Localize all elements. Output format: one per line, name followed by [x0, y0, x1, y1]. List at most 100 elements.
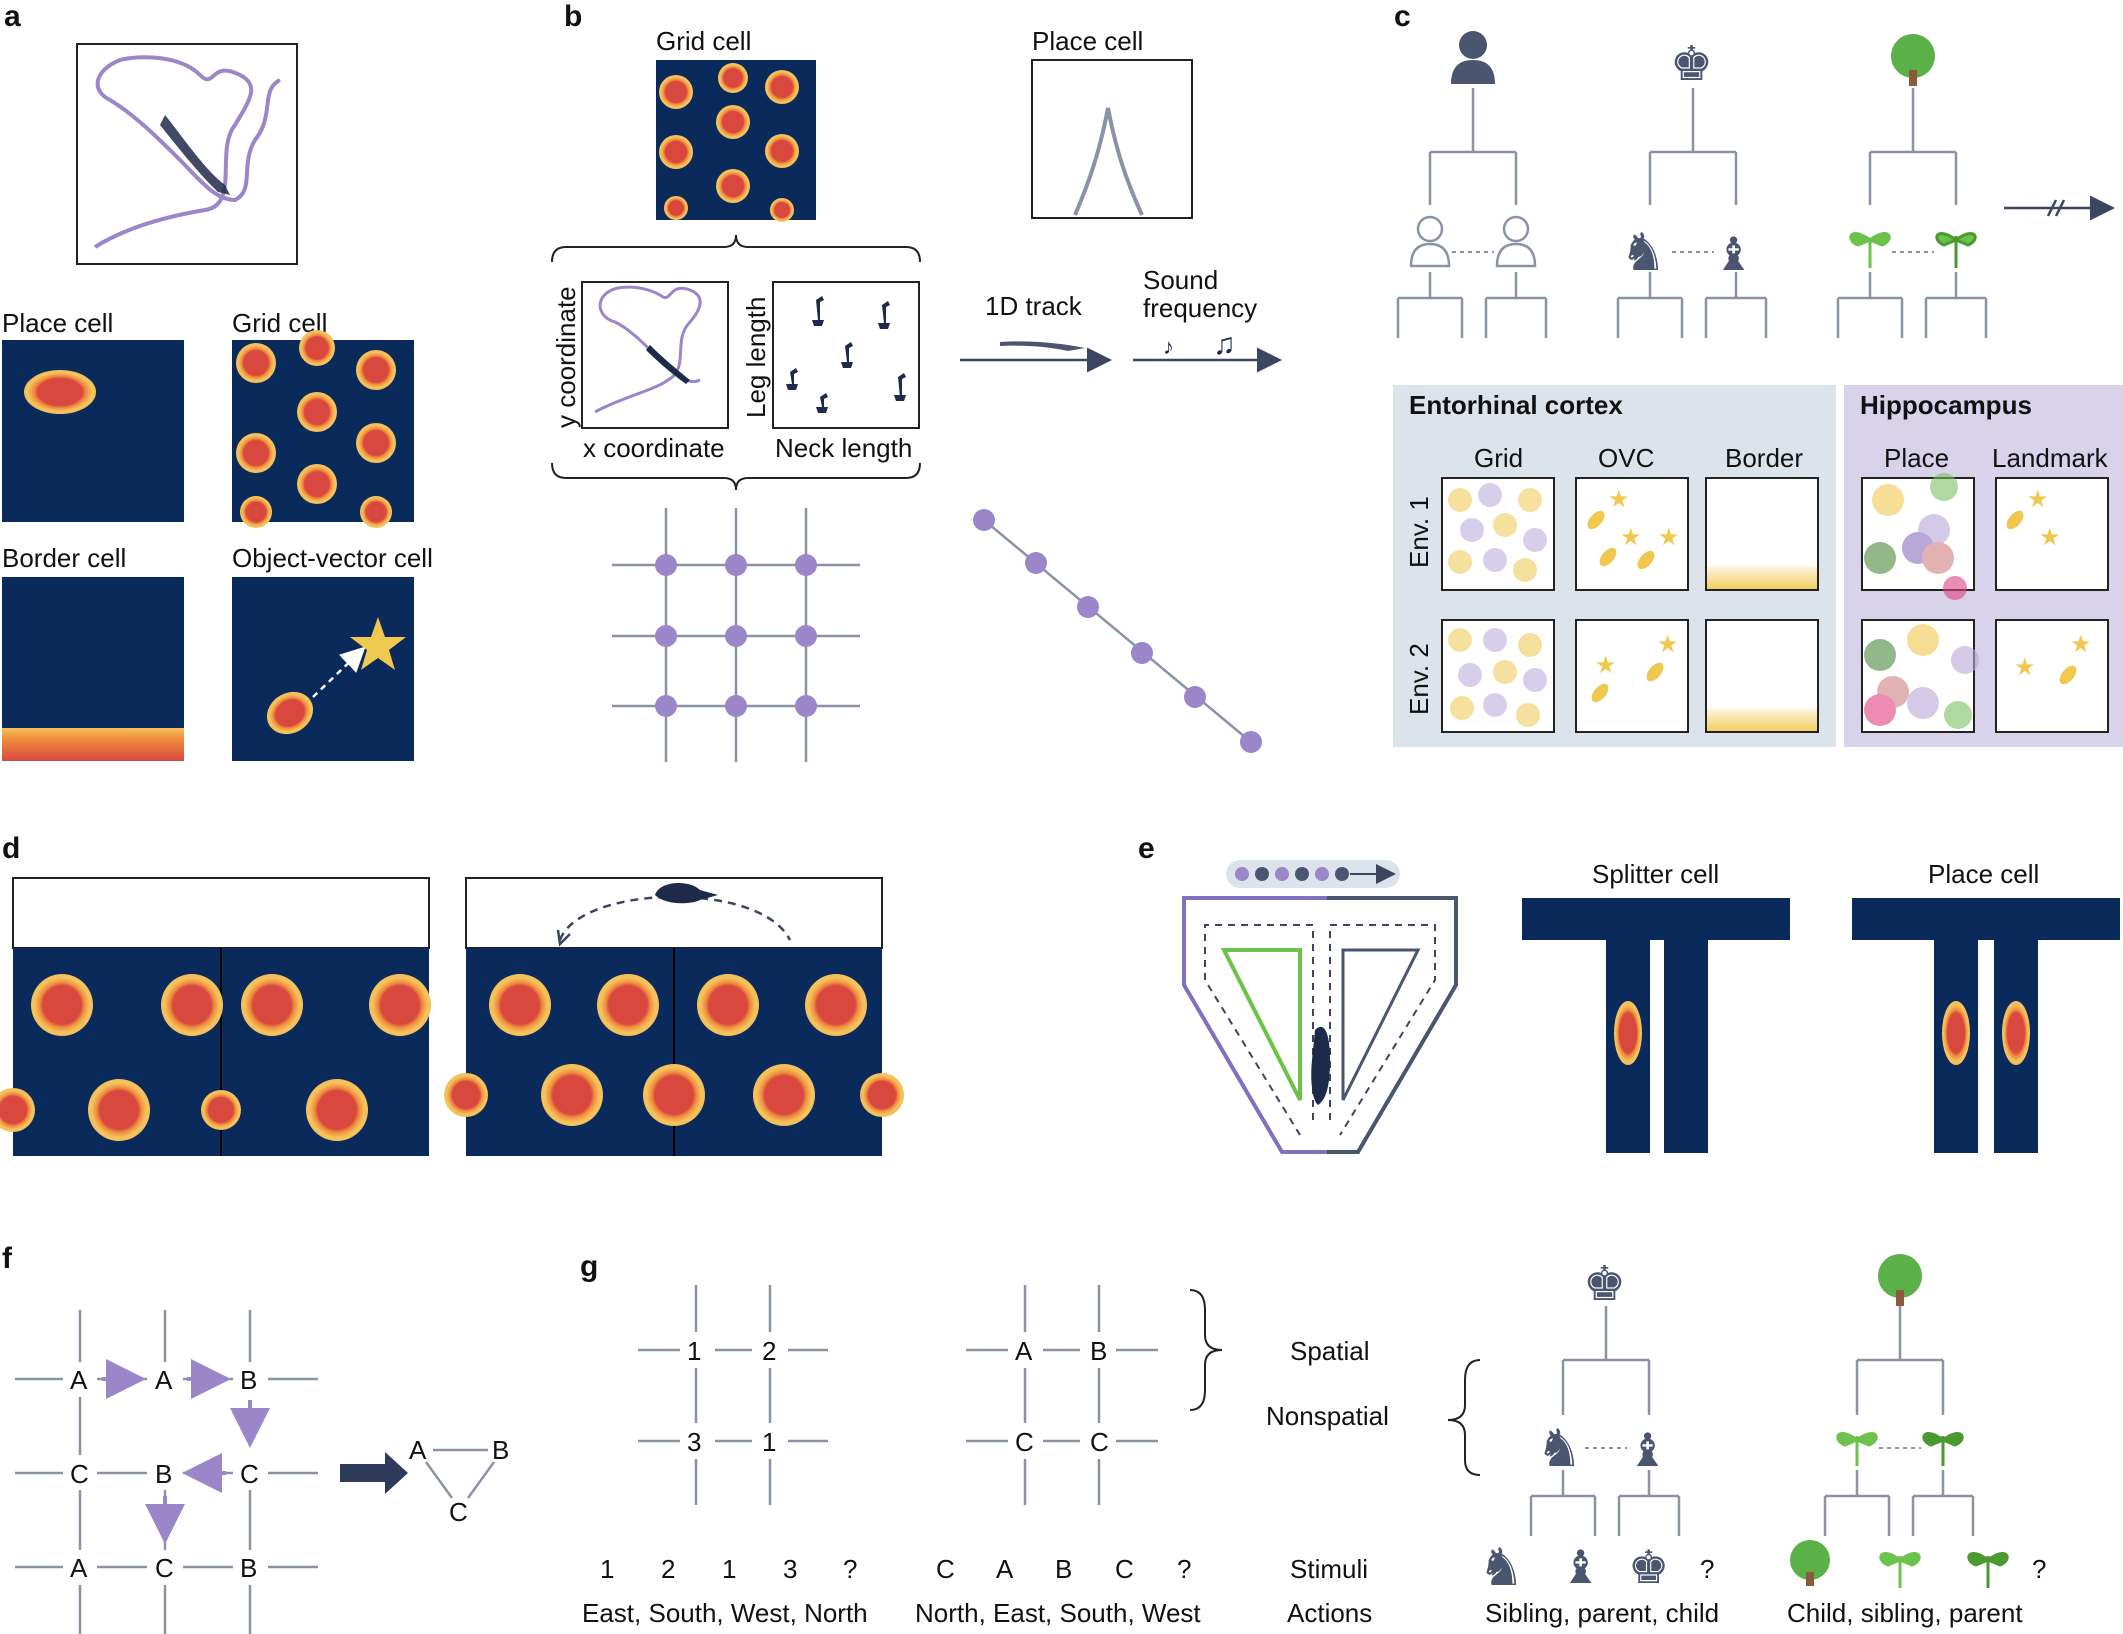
actions-1: East, South, West, North — [582, 1598, 868, 1628]
svg-text:★: ★ — [2027, 486, 2049, 513]
rat-icon — [160, 115, 230, 195]
svg-text:★: ★ — [2014, 654, 2036, 681]
c-trees — [1396, 88, 1988, 338]
a-place-cell-label: Place cell — [2, 308, 113, 338]
b-lattice-nodes — [655, 554, 817, 717]
col-place: Place — [1884, 443, 1949, 473]
g-stim-knight-icon: ♞ — [1478, 1539, 1525, 1597]
svg-text:★: ★ — [1658, 524, 1680, 551]
sound-label-line2: frequency — [1143, 293, 1257, 323]
e-dashed-routes — [1204, 924, 1436, 1136]
a-ovc-map — [232, 577, 414, 761]
g-chess-knight-icon: ♞ — [1536, 1420, 1583, 1478]
f-node-labels: A A B C B C A C B — [70, 1365, 259, 1583]
g1-node: 1 — [762, 1427, 776, 1457]
e-sequence-dots — [1235, 864, 1396, 884]
actions-3: Sibling, parent, child — [1485, 1598, 1719, 1628]
g2-node: A — [1015, 1336, 1033, 1366]
stim1: 1 — [722, 1554, 736, 1584]
f-node: C — [240, 1459, 259, 1489]
c-place-env1-fields — [1864, 473, 1967, 600]
panel-e-letter: e — [1138, 832, 1155, 865]
place-tuning-curve — [1073, 107, 1144, 216]
b-grid-cell-label: Grid cell — [656, 26, 751, 56]
b-rat-icon — [646, 345, 690, 384]
music-note-icon-large: ♫ — [1213, 328, 1236, 361]
f-path-arrows — [102, 1359, 270, 1544]
g-stim-seedling-icon-2 — [1967, 1552, 2009, 1588]
f-node: A — [70, 1365, 88, 1395]
stim1: 3 — [783, 1554, 797, 1584]
d-right-fields — [444, 974, 904, 1126]
col-ovc: OVC — [1598, 443, 1654, 473]
g-seedling-icons — [1836, 1432, 1964, 1466]
sound-label-line1: Sound — [1143, 265, 1218, 295]
col-border: Border — [1725, 443, 1803, 473]
stim2: C — [936, 1554, 955, 1584]
f-node: B — [240, 1553, 257, 1583]
f-node: B — [155, 1459, 172, 1489]
b-place-cell-label: Place cell — [1032, 26, 1143, 56]
stim2: ? — [1177, 1554, 1191, 1584]
e-maze-inner-left — [1220, 948, 1302, 1101]
panel-a-letter: a — [4, 0, 21, 33]
y-coordinate-label: y coordinate — [551, 286, 581, 428]
f-node: B — [240, 1365, 257, 1395]
e-place-cell-label: Place cell — [1928, 859, 2039, 889]
1d-track-label: 1D track — [985, 291, 1083, 321]
splitter-cell-label: Splitter cell — [1592, 859, 1719, 889]
stim1: 1 — [600, 1554, 614, 1584]
g-tree-icon — [1878, 1254, 1922, 1306]
stim1: 2 — [661, 1554, 675, 1584]
c-border-env2-field — [1707, 708, 1817, 731]
e-maze-inner-right — [1341, 948, 1421, 1101]
a-grid-fields — [236, 330, 396, 528]
panel-b-letter: b — [564, 0, 582, 33]
svg-text:★: ★ — [2039, 524, 2061, 551]
f-big-arrow — [340, 1452, 408, 1494]
stim2: C — [1115, 1554, 1134, 1584]
b-place-tuning-box — [1031, 59, 1193, 219]
splitter-t-maze — [1522, 898, 1790, 1153]
spatial-brace — [1189, 1289, 1223, 1411]
nonspatial-label: Nonspatial — [1266, 1401, 1389, 1431]
chess-king-icon: ♚ — [1670, 38, 1713, 91]
a-place-map — [2, 340, 184, 522]
b-track-rat-icon — [1000, 341, 1085, 351]
brace-bottom — [551, 462, 921, 491]
f-node: A — [70, 1553, 88, 1583]
stim2: A — [996, 1554, 1014, 1584]
place-field-right — [2002, 1001, 2030, 1065]
b-bird-box — [772, 281, 920, 429]
panel-g-letter: g — [580, 1250, 598, 1283]
c-landmark-fields: ★ ★ ★ ★ — [2006, 486, 2092, 685]
g-chess-bishop-icon: ♝ — [1627, 1424, 1668, 1476]
star-icon — [350, 617, 406, 670]
g-stim-tree-icon — [1790, 1540, 1830, 1586]
leg-length-label: Leg length — [741, 297, 771, 418]
row-env1: Env. 1 — [1404, 496, 1434, 568]
b-1d-chain — [983, 519, 1252, 743]
d-rat-icon — [655, 883, 718, 904]
a-ovc-label: Object-vector cell — [232, 543, 433, 573]
f-tri-c: C — [449, 1497, 468, 1527]
g-question-2: ? — [2032, 1554, 2046, 1584]
stimuli-label: Stimuli — [1290, 1554, 1368, 1584]
c-grid-env1-fields — [1448, 483, 1547, 582]
seedling-icon — [1849, 232, 1977, 268]
g2-node: C — [1090, 1427, 1109, 1457]
c-ovc-fields: ★ ★ ★ ★ ★ — [1587, 486, 1680, 703]
place-field — [24, 370, 96, 414]
g2-node: B — [1090, 1336, 1107, 1366]
actions-label: Actions — [1287, 1598, 1372, 1628]
e-maze-left — [1182, 896, 1327, 1154]
place-field-left — [1942, 1001, 1970, 1065]
svg-text:★: ★ — [1595, 652, 1617, 679]
g-question-1: ? — [1700, 1554, 1714, 1584]
broken-arrow-icon — [2004, 195, 2115, 221]
col-landmark: Landmark — [1992, 443, 2109, 473]
svg-text:★: ★ — [1620, 524, 1642, 551]
row-env2: Env. 2 — [1404, 643, 1434, 715]
g-trees — [1529, 1306, 1975, 1536]
